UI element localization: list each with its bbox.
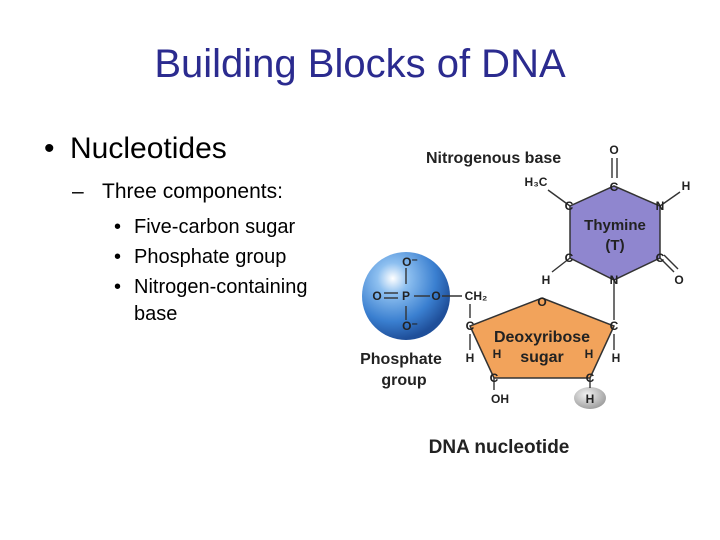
deoxyribose-ring [468,297,616,379]
atom-o: O [537,295,546,309]
bullet-five-carbon-sugar: •Five-carbon sugar [114,212,307,242]
dash-icon: – [72,180,84,203]
atom-h: H [586,392,595,406]
atom-h: H [466,351,475,365]
bullet-dot-icon: • [114,276,122,298]
slide-title: Building Blocks of DNA [154,42,566,86]
atom-n: N [610,273,619,287]
atom-o-minus: O⁻ [402,319,418,333]
thymine-code: (T) [605,237,624,254]
bullet-dot-icon: • [114,246,122,268]
atom-c: C [656,251,665,265]
atom-o: O [372,289,381,303]
atom-h: H [612,351,621,365]
bullet-phosphate-group: •Phosphate group [114,242,307,272]
atom-h3c: H₃C [525,175,548,189]
atom-c: C [565,199,574,213]
atom-p: P [402,289,410,303]
bullet-dot-icon: • [44,132,55,165]
atom-h: H [493,347,502,361]
thymine-label: Thymine [584,217,646,234]
atom-h: H [585,347,594,361]
atom-h: H [542,273,551,287]
bond-lines [384,158,681,390]
atom-c: C [586,371,595,385]
atom-o: O [609,143,618,157]
atom-c: C [490,371,499,385]
atom-n: N [656,199,665,213]
phosphate-label-line1: Phosphate [360,351,442,368]
bullet-list: •Nucleotides –Three components: •Five-ca… [44,132,307,326]
atom-o-minus: O⁻ [402,255,418,269]
atom-labels: O C H H₃C C N C C O H N O⁻ O P O CH₂ O⁻ … [372,143,690,406]
atom-o: O [674,273,683,287]
phosphate-sphere [362,252,450,340]
atom-c: C [565,251,574,265]
h-highlight [574,387,606,409]
sugar-label-line1: Deoxyribose [494,329,590,346]
atom-c: C [610,180,619,194]
bullet-dot-icon: • [114,216,122,238]
bullet-nitrogen-base: •Nitrogen-containing [114,272,307,302]
atom-c: C [610,319,619,333]
atom-h: H [682,179,691,193]
atom-c: C [466,319,475,333]
nitrogenous-base-label: Nitrogenous base [426,150,561,167]
bullet-nucleotides: •Nucleotides [44,132,227,165]
dna-nucleotide-caption: DNA nucleotide [429,437,570,458]
bullet-nitrogen-base-cont: base [134,303,178,325]
atom-oh: OH [491,392,509,406]
phosphate-label-line2: group [381,372,427,389]
atom-ch2: CH₂ [465,289,488,303]
atom-o: O [431,289,440,303]
bullet-three-components: –Three components: [72,180,283,203]
sugar-label-line2: sugar [520,349,564,366]
